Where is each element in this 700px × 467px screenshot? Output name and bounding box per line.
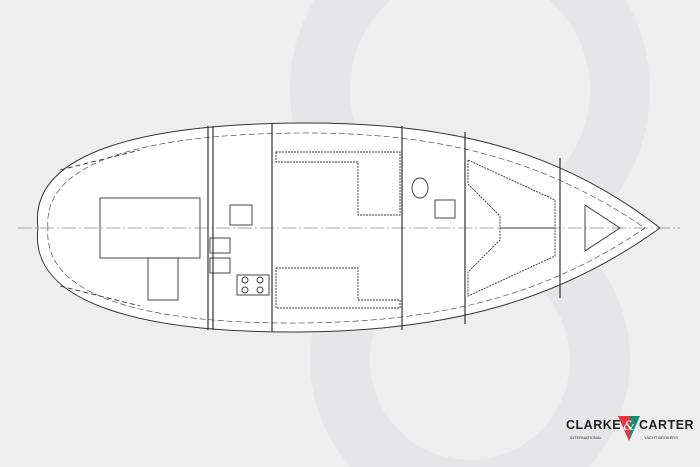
galley — [209, 204, 270, 296]
clarke-carter-logo: CLARKE & CARTER INTERNATIONAL YACHT BROK… — [566, 414, 696, 444]
logo-left-text: CLARKE — [566, 418, 622, 432]
logo-sub-right: YACHT BROKERS — [644, 435, 678, 440]
logo-sub-left: INTERNATIONAL — [570, 435, 602, 440]
cockpit — [59, 149, 201, 307]
logo-right-text: CARTER — [639, 418, 695, 432]
bow-locker — [584, 204, 621, 252]
bulkheads — [207, 124, 561, 332]
saloon-settees — [275, 151, 401, 309]
head — [411, 177, 456, 219]
logo-emblem: & — [618, 416, 640, 441]
logo-ampersand: & — [623, 419, 635, 434]
v-berth — [467, 159, 556, 297]
